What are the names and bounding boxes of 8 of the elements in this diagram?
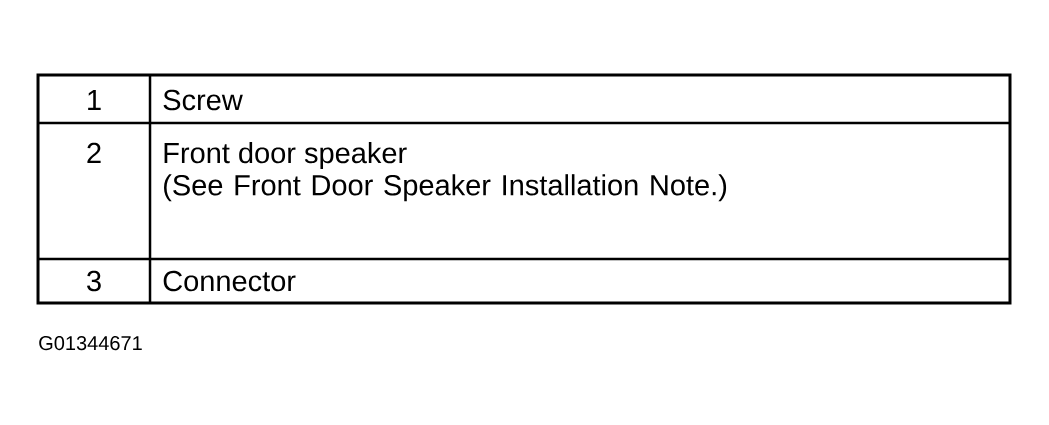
- part-name: Connector: [163, 270, 296, 292]
- part-name: Front door speaker: [164, 141, 407, 169]
- note-text: (See Front Door Speaker Installation Note.): [164, 174, 727, 202]
- row-number: 2: [87, 142, 101, 163]
- row-number: 1: [88, 90, 101, 110]
- figure-code: G01344671: [39, 336, 142, 351]
- part-name: Screw: [163, 89, 243, 111]
- row-number: 3: [87, 270, 101, 292]
